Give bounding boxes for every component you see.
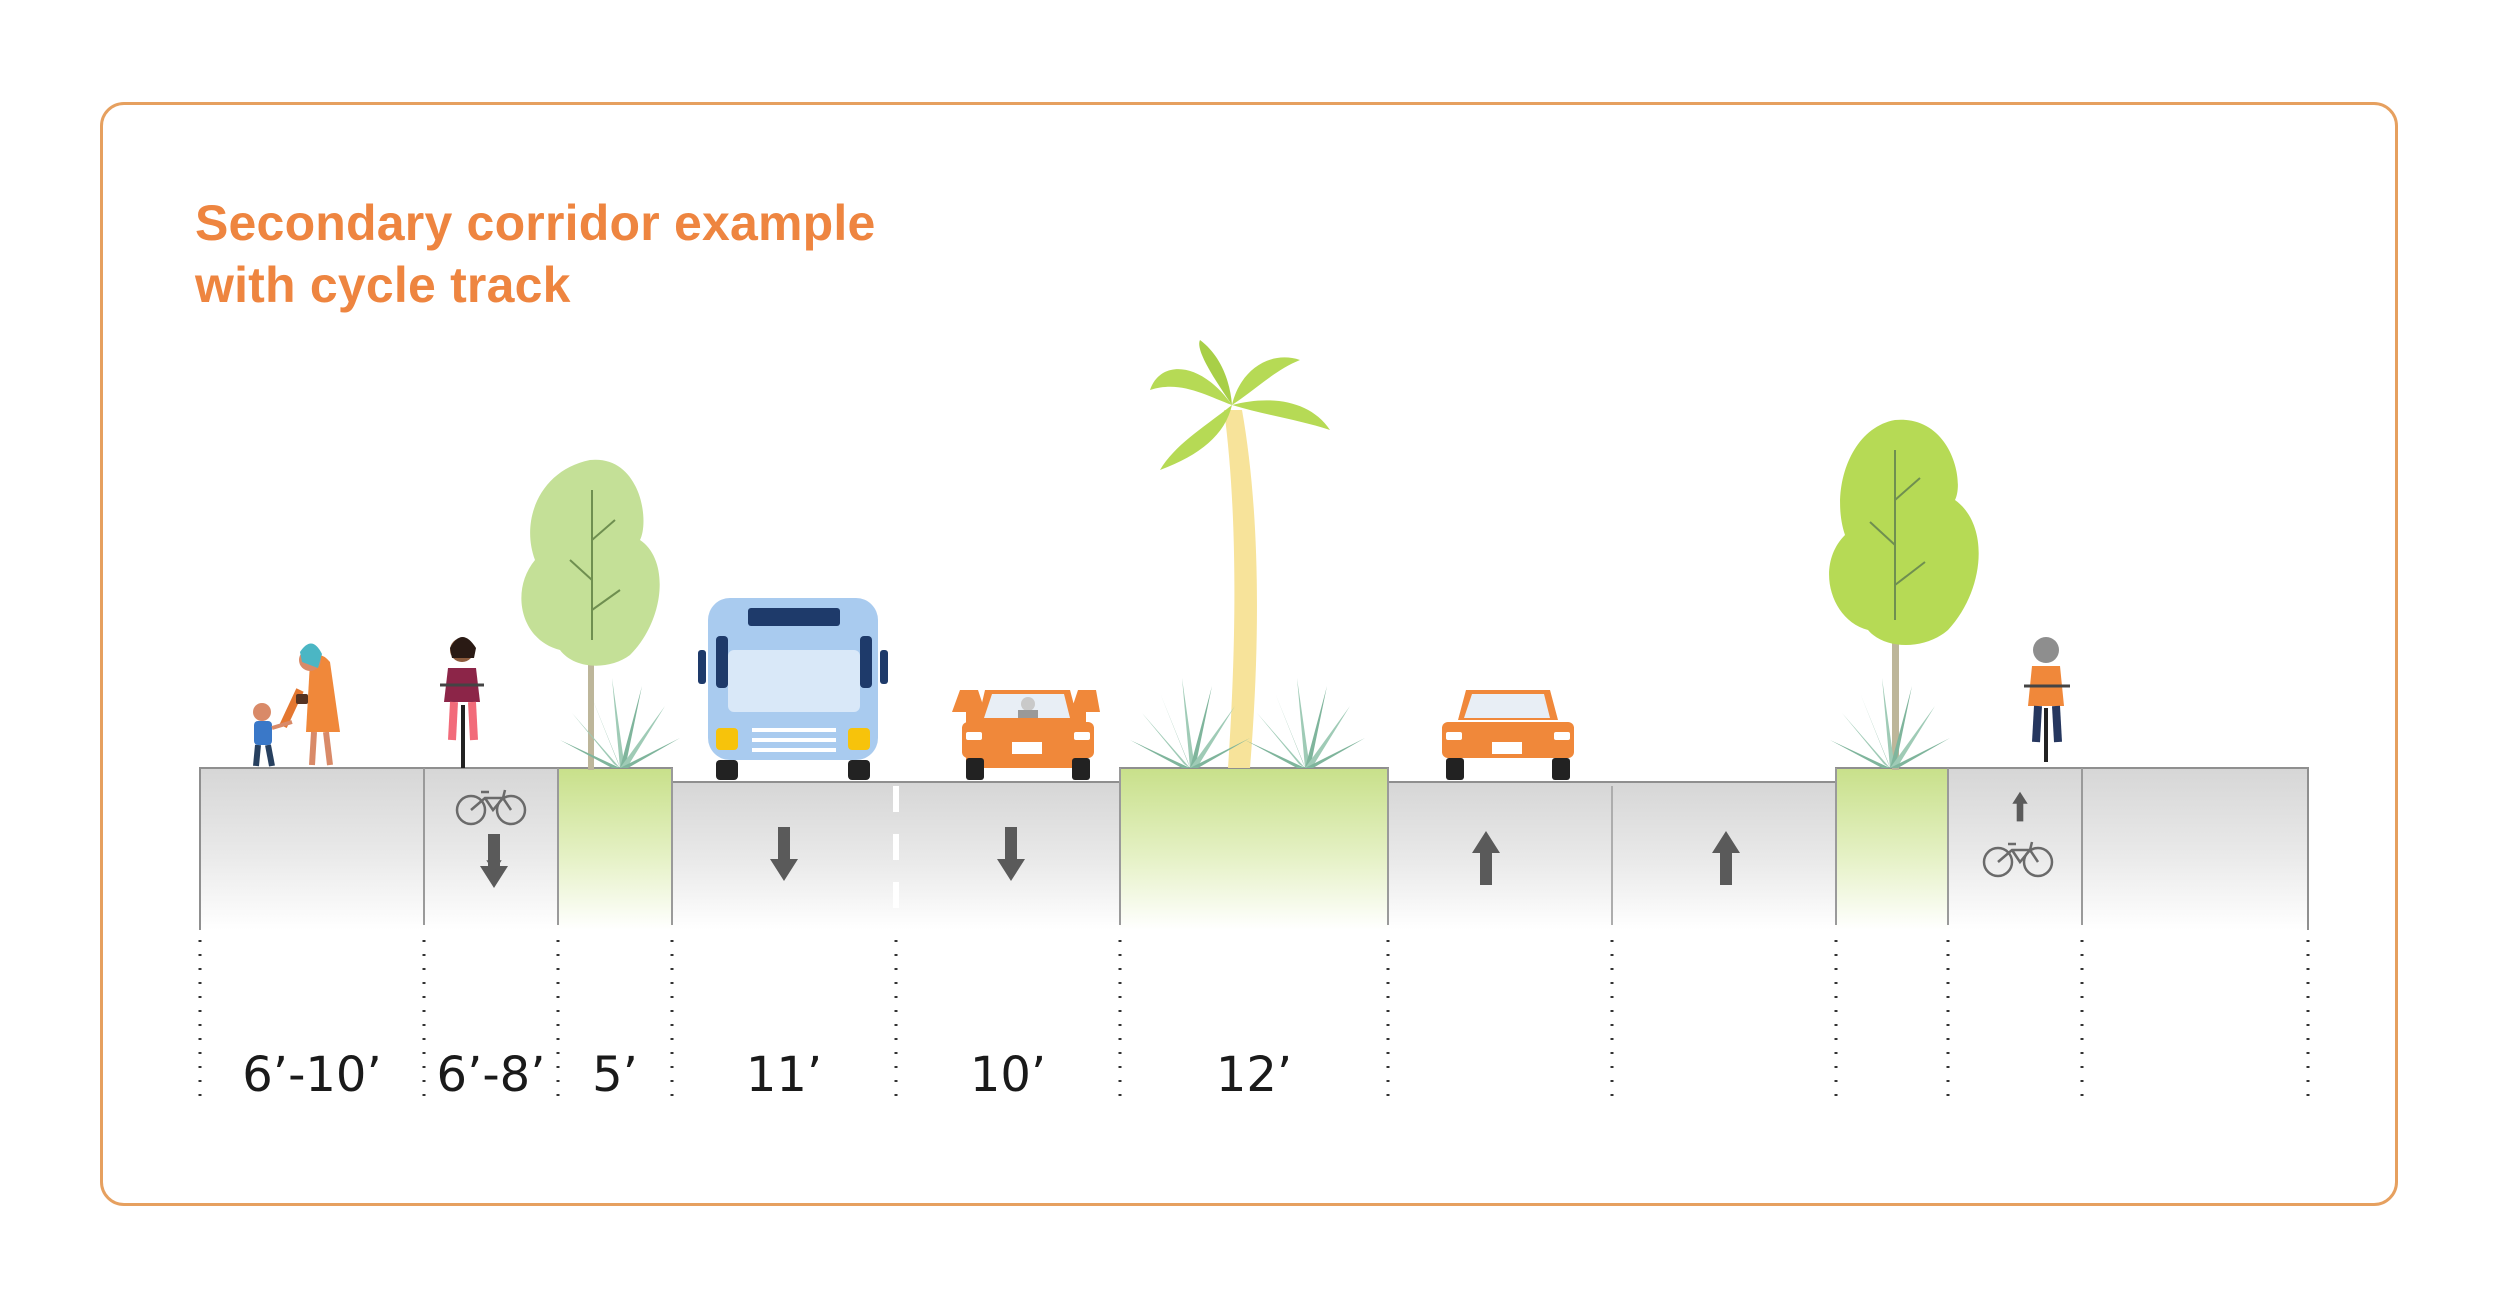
width-label-sidewalk: 6’-10’ — [242, 1047, 382, 1103]
pedestrians-icon — [253, 643, 340, 767]
palm-tree-icon — [1150, 340, 1330, 768]
bus-icon — [698, 598, 888, 780]
planting-left-block — [558, 768, 672, 930]
pavement — [199, 767, 2309, 930]
cyclist-left-icon — [440, 637, 484, 768]
bicycle-icon-left — [455, 789, 527, 826]
agave-right-icon — [1830, 678, 1950, 768]
cyclist-right-icon — [2024, 637, 2070, 762]
title-line-1: Secondary corridor example — [195, 195, 876, 251]
sidewalk-block — [200, 768, 424, 930]
tree-icon-right — [1829, 419, 1979, 770]
cycle-left-small-arrow — [486, 842, 502, 873]
width-label-bus-lane: 11’ — [745, 1047, 823, 1103]
width-label-planting: 5’ — [592, 1047, 638, 1103]
diagram-title: Secondary corridor example with cycle tr… — [195, 192, 875, 316]
car-icon-right — [1442, 690, 1574, 780]
planting-right-block — [1836, 768, 1948, 930]
bicycle-icon-right — [1982, 841, 2054, 878]
median-block — [1120, 768, 1388, 930]
car-icon-left — [952, 690, 1100, 780]
tree-icon-left — [521, 459, 660, 770]
width-label-travel-lane: 10’ — [969, 1047, 1047, 1103]
width-label-median: 12’ — [1215, 1047, 1293, 1103]
width-label-cycle-track: 6’-8’ — [436, 1047, 546, 1103]
sidewalk-right-block — [2082, 768, 2308, 930]
agave-median-right-icon — [1245, 678, 1365, 768]
cycle-right-small-arrow — [2012, 791, 2028, 822]
agave-left-icon — [560, 678, 680, 768]
title-line-2: with cycle track — [195, 257, 571, 313]
